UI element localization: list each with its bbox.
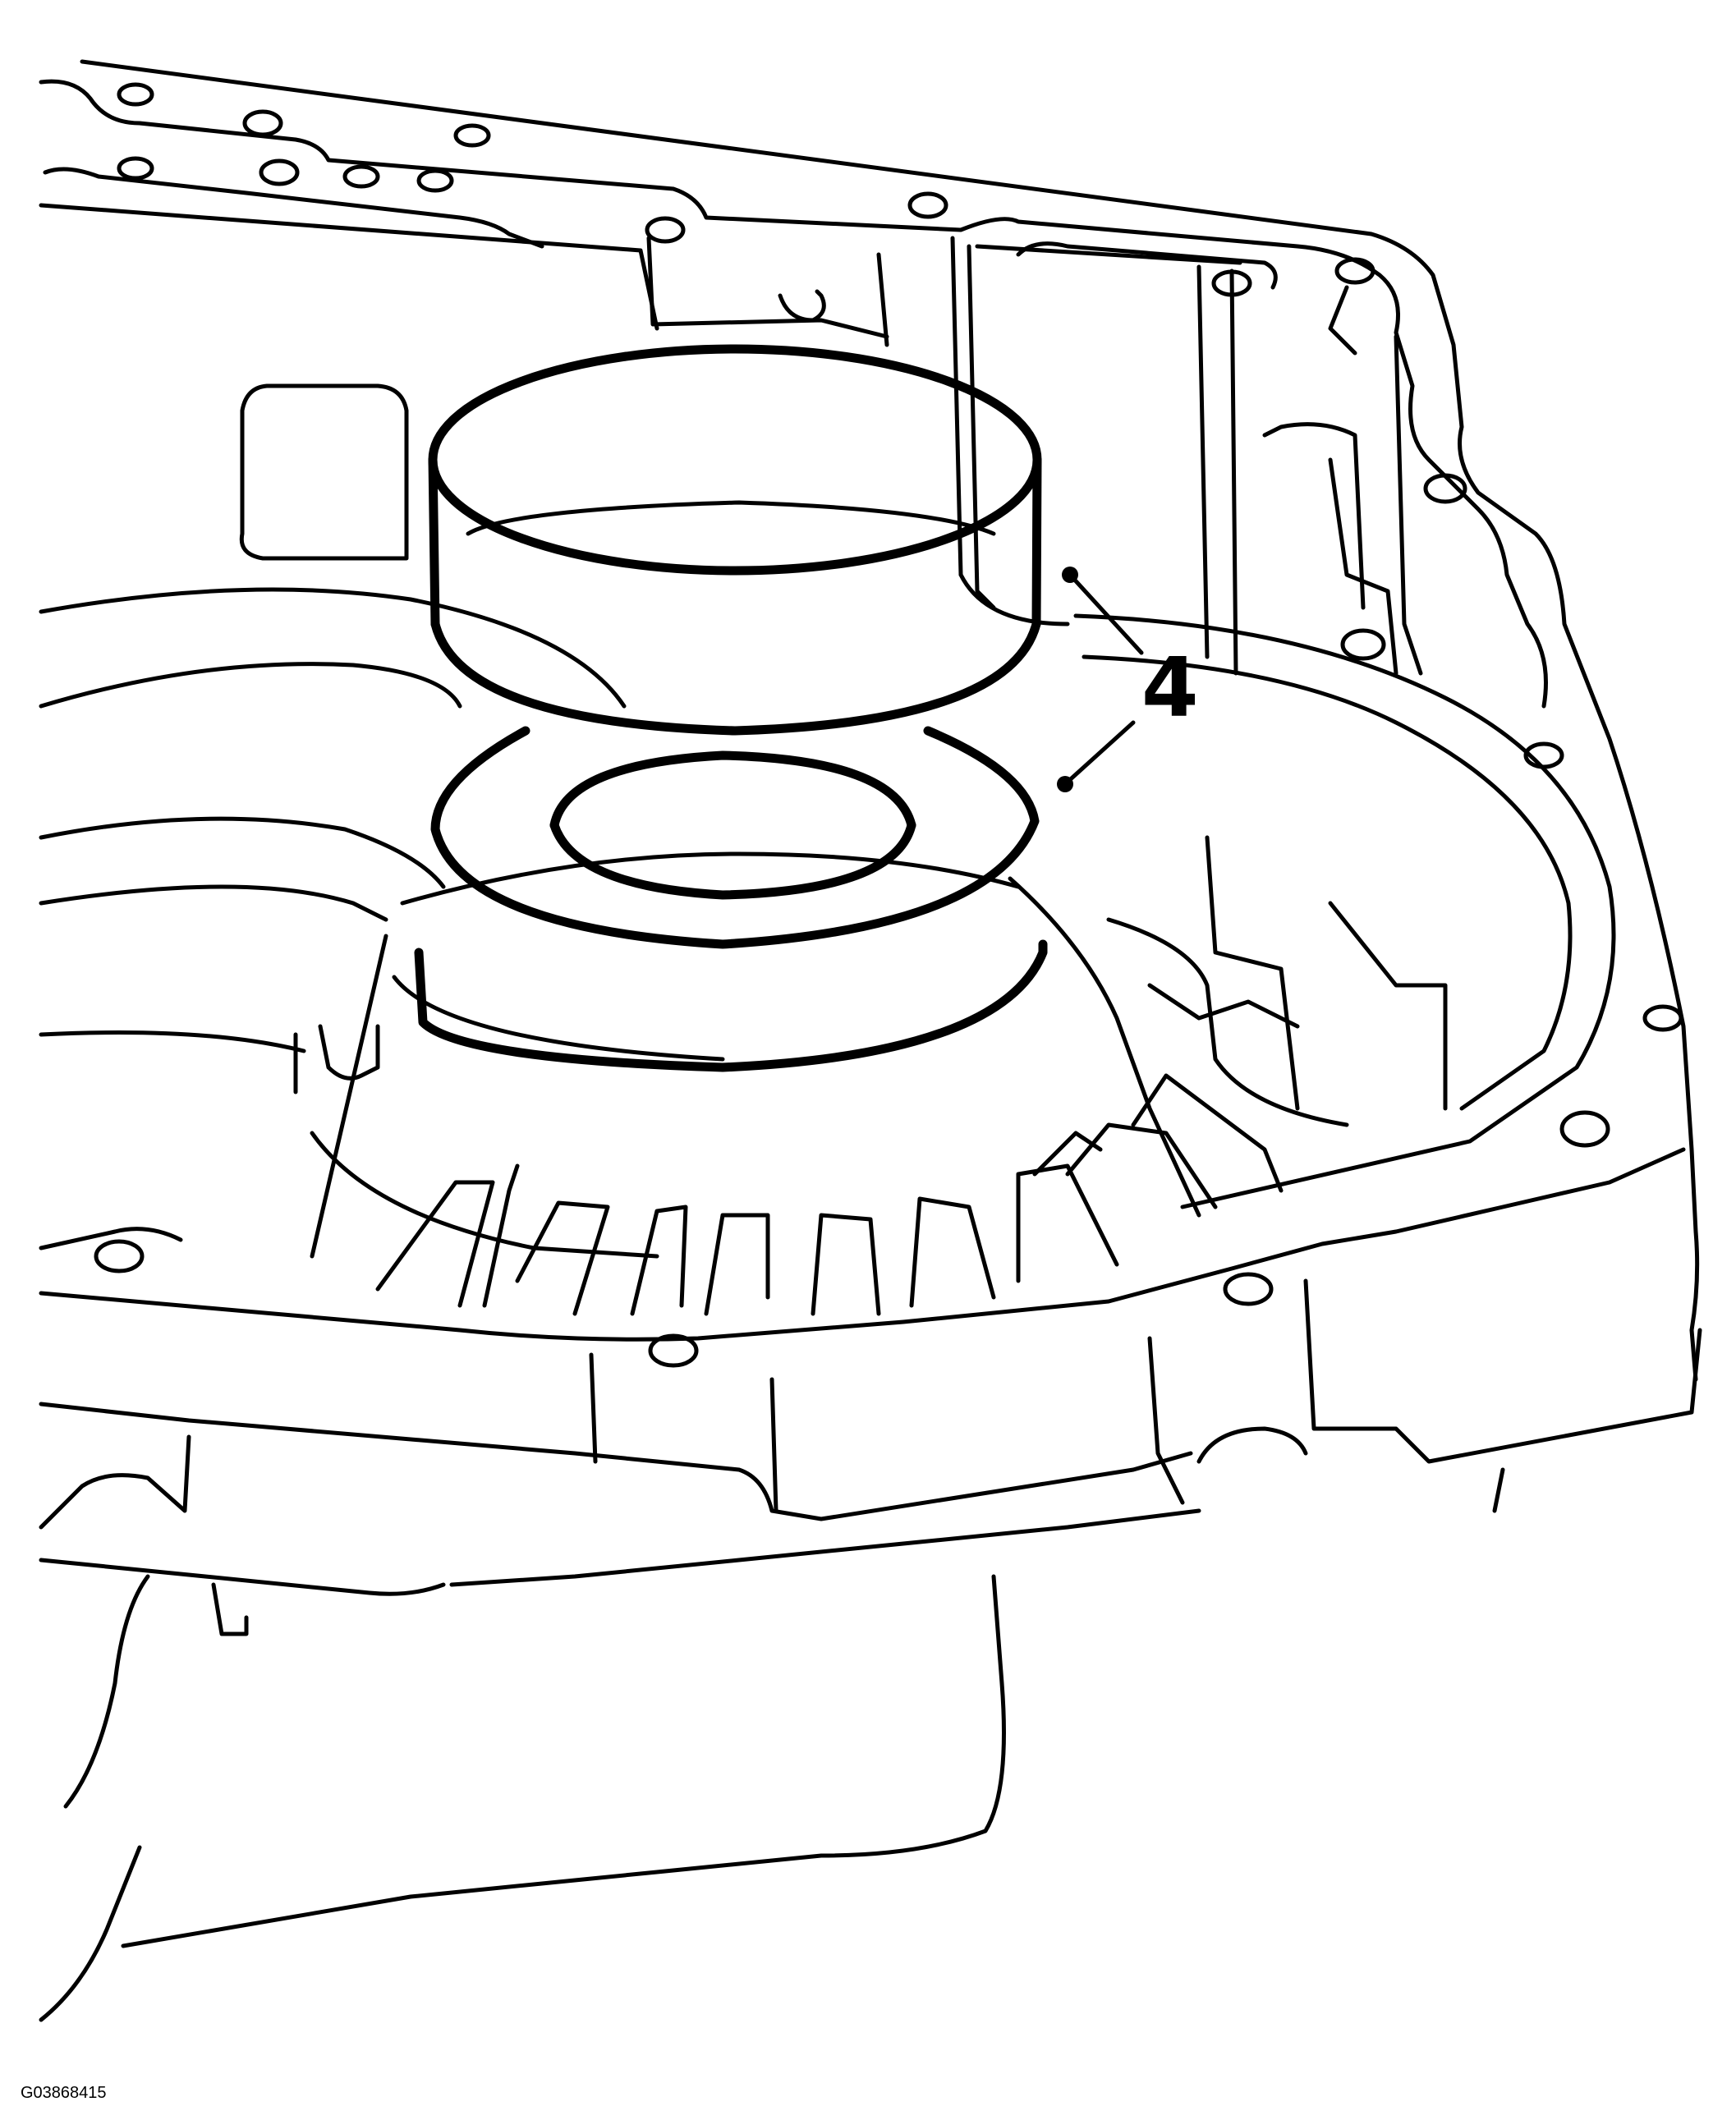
callout-label: 4: [1141, 640, 1199, 736]
bearing-race-lower: [392, 726, 1048, 1072]
bolt-holes: [94, 82, 1683, 1368]
ribs: [375, 1073, 1284, 1316]
bearing-seat: [310, 934, 388, 1259]
callout-4: 4: [1057, 567, 1199, 792]
transmission-housing: [39, 59, 1702, 2022]
figure-id: G03868415: [21, 2084, 107, 2102]
leader-line-lower: [1063, 720, 1136, 787]
leader-line-upper: [1068, 572, 1144, 655]
bearing-race-upper: [428, 344, 1042, 736]
